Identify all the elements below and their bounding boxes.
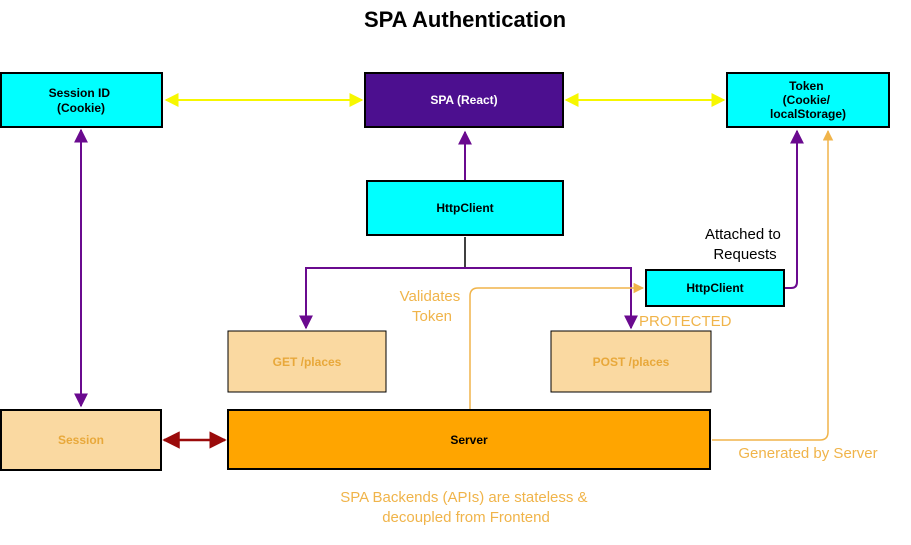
attached-note-line1: Attached to	[705, 226, 781, 243]
protected-note: PROTECTED	[639, 313, 732, 330]
svg-text:Validates Token: Validates Token	[400, 288, 465, 325]
get-places-label: GET /places	[273, 355, 342, 369]
spa-box: SPA (React)	[364, 72, 564, 128]
arrow-to-post-places	[465, 267, 638, 330]
token-sublabel-2: localStorage)	[770, 107, 846, 121]
post-places-label: POST /places	[593, 355, 670, 369]
session-id-box: Session ID (Cookie)	[0, 72, 163, 128]
arrow-server-token	[712, 129, 834, 441]
validates-note-line2: Token	[412, 308, 452, 325]
arrow-to-get-places	[299, 267, 465, 330]
get-places-box: GET /places	[227, 330, 387, 393]
arrow-server-validates	[469, 282, 645, 409]
session-label: Session	[58, 433, 104, 447]
attached-note-line2: Requests	[713, 246, 776, 263]
httpclient-side-label: HttpClient	[686, 281, 743, 295]
server-box: Server	[227, 409, 711, 470]
httpclient-main-label: HttpClient	[436, 201, 493, 215]
stateless-note-line2: decoupled from Frontend	[382, 509, 550, 526]
stateless-note-line1: SPA Backends (APIs) are stateless &	[340, 489, 587, 506]
token-label: Token	[789, 79, 823, 93]
token-box: Token (Cookie/ localStorage)	[726, 72, 890, 128]
generated-note: Generated by Server	[738, 445, 877, 462]
page-title: SPA Authentication	[364, 7, 566, 32]
validates-note-line1: Validates	[400, 288, 461, 305]
spa-label: SPA (React)	[430, 93, 497, 107]
session-id-sublabel: (Cookie)	[57, 101, 105, 115]
post-places-box: POST /places	[550, 330, 712, 393]
svg-text:Attached to Requests: Attached to Requests	[705, 226, 785, 263]
session-box: Session	[0, 409, 162, 471]
server-label: Server	[450, 433, 488, 447]
httpclient-side-box: HttpClient	[645, 269, 785, 307]
session-id-label: Session ID	[49, 86, 111, 100]
svg-text:Token (Cookie/ loc: Token (Cookie/ localStorage)	[770, 79, 846, 121]
svg-text:Session ID (Cookie): Session ID (Cookie)	[49, 86, 114, 115]
svg-text:SPA Backends (APIs) are statel: SPA Backends (APIs) are stateless & deco…	[340, 489, 592, 526]
arrow-httpclient-token	[784, 129, 804, 289]
httpclient-main-box: HttpClient	[366, 180, 564, 236]
token-sublabel-1: (Cookie/	[783, 93, 831, 107]
